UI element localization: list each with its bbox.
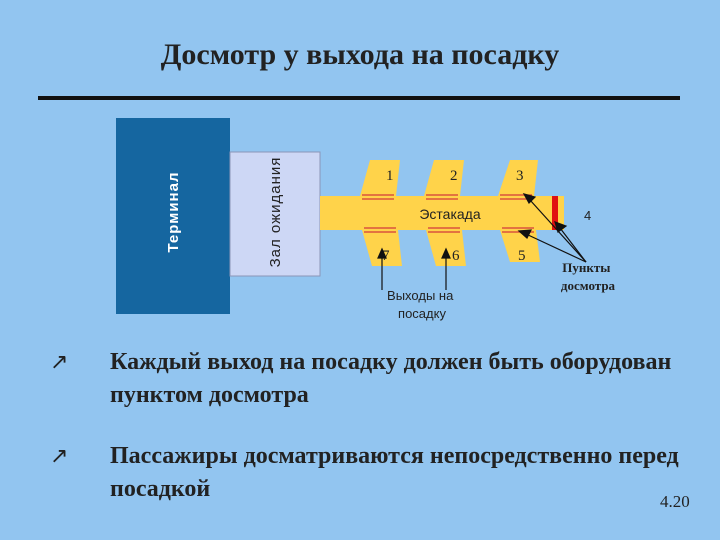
gate-number-6: 6 <box>452 248 460 264</box>
gate-number-2: 2 <box>450 168 458 184</box>
gate-pointer-arrows <box>377 247 451 290</box>
gate-number-1: 1 <box>386 168 394 184</box>
slide-title: Досмотр у выхода на посадку <box>160 38 560 71</box>
pier-label: Эстакада <box>419 206 480 222</box>
bullet-text-1: Каждый выход на посадку должен быть обор… <box>110 349 672 408</box>
gates-caption-line-2: посадку <box>398 306 446 321</box>
arrow-up-right-icon: ↗ <box>50 444 69 469</box>
title-divider <box>38 96 680 100</box>
gates-caption-line-1: Выходы на <box>387 288 454 303</box>
checkpoint-bar <box>552 196 558 230</box>
gate-number-3: 3 <box>516 168 524 184</box>
checkpoints-caption: Пункты досмотра <box>561 260 616 293</box>
gate-arm-5 <box>500 230 540 262</box>
checkpoint-pointer-arrows <box>517 193 587 263</box>
waiting-hall-label: Зал ожидания <box>267 157 284 268</box>
gate-number-7: 7 <box>382 248 390 264</box>
gate-number-4: 4 <box>584 208 591 223</box>
terminal-label: Терминал <box>165 172 182 253</box>
page-number: 4.20 <box>660 492 690 511</box>
gate-arm-3 <box>498 160 538 196</box>
checkpoints-caption-line-2: досмотра <box>561 278 616 293</box>
arrow-up-right-icon: ↗ <box>50 350 69 375</box>
pier-corridor <box>320 196 564 230</box>
gate-arm-2 <box>424 160 464 196</box>
gate-number-5: 5 <box>518 248 526 264</box>
terminal-block <box>116 118 230 314</box>
waiting-hall-block <box>229 151 321 277</box>
checkpoints-caption-line-1: Пункты <box>562 260 610 275</box>
bullet-text-2: Пассажиры досматриваются непосредственно… <box>110 443 679 502</box>
gate-arm-1 <box>360 160 400 196</box>
gates-caption: Выходы на посадку <box>387 288 457 321</box>
